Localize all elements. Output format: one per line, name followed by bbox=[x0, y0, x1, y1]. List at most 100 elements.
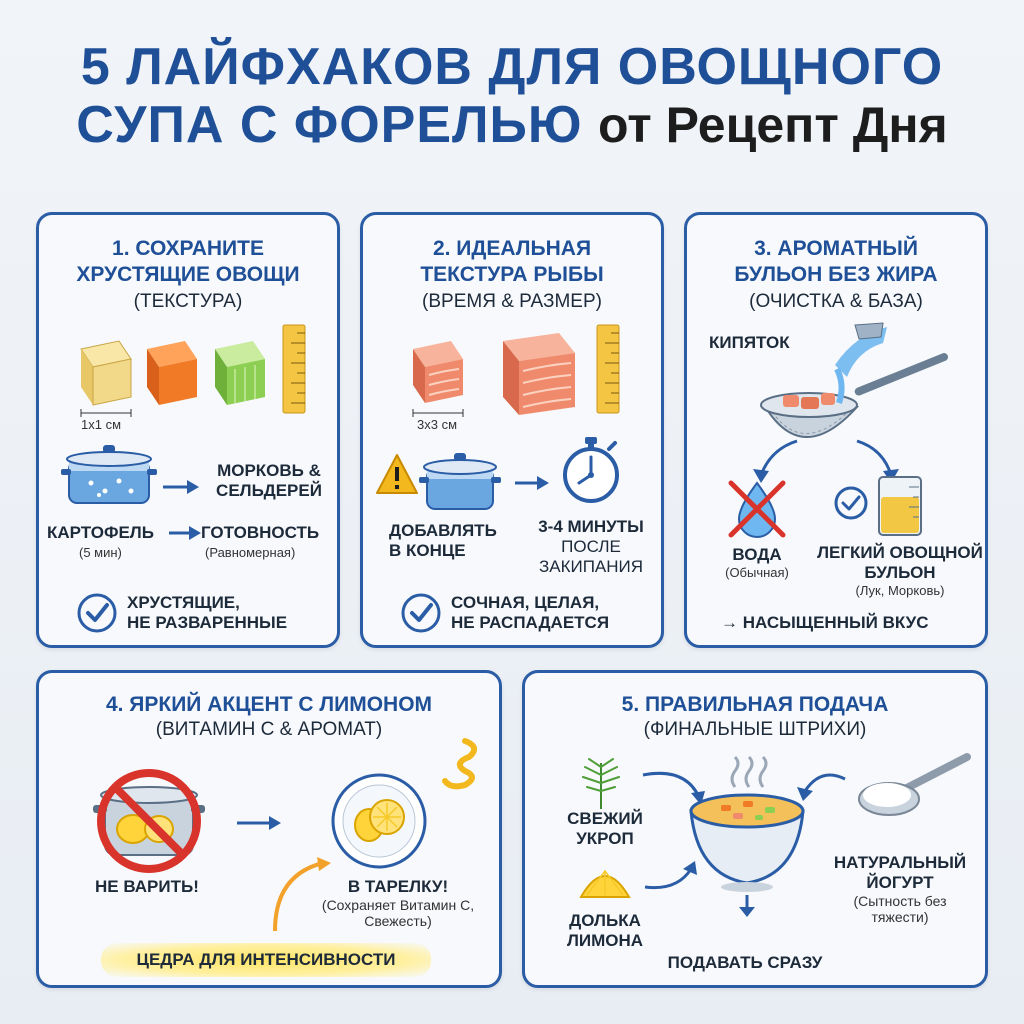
arrow-icon bbox=[169, 526, 201, 540]
card5-yogurt-note: (Сытность без тяжести) bbox=[825, 893, 975, 925]
card5-yogurt: НАТУРАЛЬНЫЙ ЙОГУРТ bbox=[815, 853, 985, 893]
celery-cube-icon bbox=[215, 341, 265, 405]
card3-broth: ЛЕГКИЙ ОВОЩНОЙ БУЛЬОН bbox=[811, 543, 989, 583]
tip-card-2: 2. ИДЕАЛЬНАЯ ТЕКСТУРА РЫБЫ (ВРЕМЯ & РАЗМ… bbox=[360, 212, 664, 648]
card5-dill-2: УКРОП bbox=[576, 829, 634, 848]
card3-boil: КИПЯТОК bbox=[709, 333, 790, 352]
split-arrows bbox=[753, 439, 899, 483]
check-icon bbox=[77, 593, 117, 633]
title-line-2-text: СУПА С ФОРЕЛЬЮ bbox=[76, 96, 583, 154]
curved-arrow-icon bbox=[273, 857, 331, 932]
card4-no-boil: НЕ ВАРИТЬ! bbox=[95, 877, 199, 896]
card2-add-1: ДОБАВЛЯТЬ bbox=[389, 521, 497, 540]
size-marker bbox=[412, 409, 464, 417]
ruler-icon bbox=[596, 324, 620, 414]
title-line-2: СУПА С ФОРЕЛЬЮ от Рецепт Дня bbox=[0, 96, 1024, 154]
trout-cubes bbox=[412, 324, 620, 417]
card5-dill: СВЕЖИЙ УКРОП bbox=[555, 809, 655, 849]
card2-result-2: НЕ РАСПАДАЕТСЯ bbox=[451, 613, 610, 632]
tip-card-1: 1. СОХРАНИТЕ ХРУСТЯЩИЕ ОВОЩИ (ТЕКСТУРА) bbox=[36, 212, 340, 648]
no-boil-icon bbox=[93, 769, 205, 873]
card4-subtitle: (ВИТАМИН С & АРОМАТ) bbox=[155, 719, 383, 740]
card2-size-label: 3x3 см bbox=[417, 417, 458, 432]
card2-result-1: СОЧНАЯ, ЦЕЛАЯ, bbox=[451, 593, 600, 612]
card5-lemon-1: ДОЛЬКА bbox=[569, 911, 641, 930]
soup-bowl-icon bbox=[689, 793, 805, 892]
beaker-icon bbox=[878, 476, 922, 536]
stopwatch-icon bbox=[563, 437, 619, 503]
carrot-cube-icon bbox=[147, 341, 197, 405]
card4-plate: В ТАРЕЛКУ! bbox=[347, 877, 449, 896]
lemon-zest-icon bbox=[442, 738, 478, 790]
lemon-plate-icon bbox=[331, 773, 427, 869]
card3-title-2: БУЛЬОН БЕЗ ЖИРА bbox=[734, 263, 938, 286]
check-icon bbox=[401, 593, 441, 633]
card2-result: СОЧНАЯ, ЦЕЛАЯ, НЕ РАСПАДАЕТСЯ bbox=[451, 593, 609, 633]
card5-serve: ПОДАВАТЬ СРАЗУ bbox=[667, 953, 823, 972]
card1-subtitle: (ТЕКСТУРА) bbox=[133, 291, 243, 312]
arrow-icon bbox=[163, 480, 199, 494]
steam-icon bbox=[730, 755, 768, 788]
card4-zest: ЦЕДРА ДЛЯ ИНТЕНСИВНОСТИ bbox=[101, 943, 431, 977]
card2-time-3: ЗАКИПАНИЯ bbox=[538, 557, 644, 576]
card3-water: ВОДА bbox=[732, 545, 782, 564]
trout-large-icon bbox=[503, 333, 575, 415]
card1-title-2: ХРУСТЯЩИЕ ОВОЩИ bbox=[76, 263, 300, 286]
warning-icon bbox=[376, 454, 418, 494]
card3-result: → НАСЫЩЕННЫЙ ВКУС bbox=[721, 613, 929, 632]
size-marker bbox=[80, 409, 132, 417]
pot-icon bbox=[61, 445, 157, 504]
card2-time: 3-4 МИНУТЫ ПОСЛЕ ЗАКИПАНИЯ bbox=[523, 517, 659, 577]
spoon-yogurt-icon bbox=[858, 753, 971, 816]
card5-yogurt-note-1: (Сытность без bbox=[853, 893, 947, 909]
cross-water-icon bbox=[728, 480, 786, 538]
lemon-wedge-icon bbox=[579, 869, 631, 898]
card1-size-label: 1x1 см bbox=[81, 417, 122, 432]
card2-time-2: ПОСЛЕ bbox=[561, 537, 621, 556]
warning-pot bbox=[376, 453, 501, 510]
arrow-icon bbox=[237, 816, 281, 830]
card5-yogurt-note-2: тяжести) bbox=[871, 909, 929, 925]
page-title: 5 ЛАЙФХАКОВ ДЛЯ ОВОЩНОГО СУПА С ФОРЕЛЬЮ … bbox=[0, 38, 1024, 154]
tip-card-3: 3. АРОМАТНЫЙ БУЛЬОН БЕЗ ЖИРА (ОЧИСТКА & … bbox=[684, 212, 988, 648]
card2-add-2: В КОНЦЕ bbox=[389, 541, 466, 560]
card1-result-1: ХРУСТЯЩИЕ, bbox=[127, 593, 240, 612]
card5-lemon: ДОЛЬКА ЛИМОНА bbox=[555, 911, 655, 951]
check-icon bbox=[834, 486, 868, 520]
tip-card-4: 4. ЯРКИЙ АКЦЕНТ С ЛИМОНОМ (ВИТАМИН С & А… bbox=[36, 670, 502, 988]
dill-icon bbox=[582, 758, 620, 809]
card5-yogurt-2: ЙОГУРТ bbox=[866, 873, 934, 892]
card5-lemon-2: ЛИМОНА bbox=[566, 931, 644, 950]
card3-broth-2: БУЛЬОН bbox=[864, 563, 936, 582]
serving-diagram bbox=[642, 755, 846, 917]
card1-carrot-celery: МОРКОВЬ & СЕЛЬДЕРЕЙ bbox=[199, 461, 339, 501]
card3-broth-note: (Лук, Морковь) bbox=[855, 583, 945, 598]
trout-cube-icon bbox=[413, 341, 463, 403]
arrow-icon bbox=[515, 476, 549, 490]
card1-potato-time: (5 мин) bbox=[79, 545, 122, 560]
card1-potato: КАРТОФЕЛЬ bbox=[47, 523, 154, 542]
card5-dill-1: СВЕЖИЙ bbox=[567, 809, 643, 828]
card5-yogurt-1: НАТУРАЛЬНЫЙ bbox=[833, 853, 967, 872]
card3-title-1: 3. АРОМАТНЫЙ bbox=[754, 237, 918, 260]
card4-title: 4. ЯРКИЙ АКЦЕНТ С ЛИМОНОМ bbox=[105, 693, 433, 716]
card3-subtitle: (ОЧИСТКА & БАЗА) bbox=[749, 291, 923, 312]
card1-result: ХРУСТЯЩИЕ, НЕ РАЗВАРЕННЫЕ bbox=[127, 593, 287, 633]
card2-title-2: ТЕКСТУРА РЫБЫ bbox=[420, 263, 604, 286]
card1-done-note: (Равномерная) bbox=[205, 545, 296, 560]
pot-icon bbox=[419, 453, 501, 510]
title-brand: от Рецепт Дня bbox=[598, 97, 948, 153]
strainer-icon bbox=[760, 322, 949, 438]
beaker-check bbox=[834, 476, 922, 536]
card2-subtitle: (ВРЕМЯ & РАЗМЕР) bbox=[422, 291, 602, 312]
card2-add: ДОБАВЛЯТЬ В КОНЦЕ bbox=[389, 521, 497, 561]
card2-time-1: 3-4 МИНУТЫ bbox=[538, 517, 644, 536]
card4-plate-note-1: (Сохраняет Витамин С, bbox=[321, 897, 475, 913]
potato-cube-icon bbox=[80, 340, 132, 406]
card3-broth-1: ЛЕГКИЙ ОВОЩНОЙ bbox=[817, 543, 983, 562]
card1-flow-top-1: МОРКОВЬ & bbox=[217, 461, 321, 480]
tip-card-5: 5. ПРАВИЛЬНАЯ ПОДАЧА (ФИНАЛЬНЫЕ ШТРИХИ) … bbox=[522, 670, 988, 988]
title-line-1: 5 ЛАЙФХАКОВ ДЛЯ ОВОЩНОГО bbox=[80, 38, 944, 96]
card1-title-1: 1. СОХРАНИТЕ bbox=[112, 237, 264, 260]
card1-done: ГОТОВНОСТЬ bbox=[201, 523, 320, 542]
